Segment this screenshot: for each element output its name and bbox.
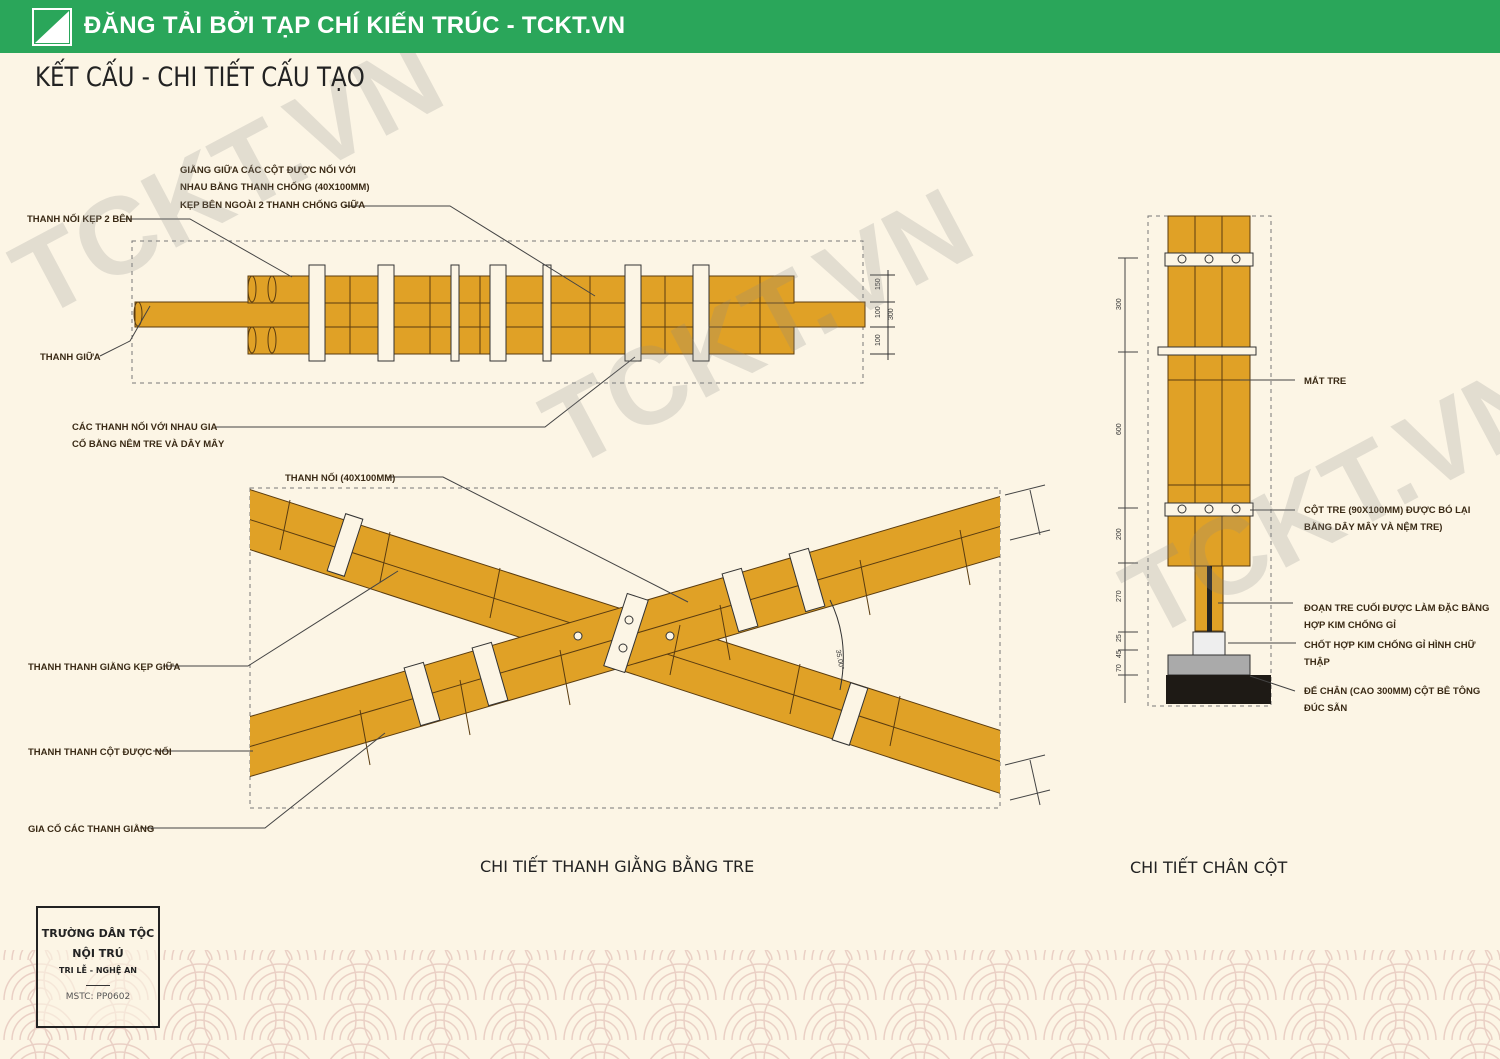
annotation-label: ĐÚC SẴN xyxy=(1304,702,1347,714)
wave-pattern xyxy=(0,950,1500,1059)
dimension-label: 25 xyxy=(1116,634,1123,642)
column-detail-caption: CHI TIẾT CHÂN CỘT xyxy=(1130,856,1287,877)
annotation-label: CHỐT HỢP KIM CHỐNG GỈ HÌNH CHỮ xyxy=(1304,639,1476,651)
annotation-label: THẬP xyxy=(1304,656,1331,668)
annotation-label: THANH THANH GIẰNG KẸP GIỮA xyxy=(28,662,180,673)
page-title: KẾT CẤU - CHI TIẾT CẤU TẠO xyxy=(35,62,365,93)
x-detail-caption: CHI TIẾT THANH GIẰNG BẰNG TRE xyxy=(480,855,754,876)
stamp-code: MSTC: PP0602 xyxy=(65,992,131,1002)
annotation-label: CỘT TRE (90X100MM) ĐƯỢC BÓ LẠI xyxy=(1304,504,1470,516)
top-bamboo-joint-detail: 150 100 100 300 GIẰNG GIỮA CÁC CỘT ĐƯỢC … xyxy=(27,164,895,450)
dimension-label: 150 xyxy=(875,278,882,290)
column-base-detail: 300 600 200 270 25 45 70 MẮT TRE CỘT TRE… xyxy=(1116,215,1489,877)
stamp-line-2: NỘI TRÚ xyxy=(72,947,124,960)
annotation-label: MẮT TRE xyxy=(1304,376,1346,387)
stamp-line-1: TRƯỜNG DÂN TỘC xyxy=(41,927,155,940)
annotation-label: ĐOẠN TRE CUỐI ĐƯỢC LÀM ĐẶC BẰNG xyxy=(1304,602,1489,614)
annotation-label: KẸP BÊN NGOÀI 2 THANH CHỐNG GIỮA xyxy=(180,199,365,211)
dimension-label: 300 xyxy=(1116,298,1123,310)
dimension-label: 300 xyxy=(888,308,895,320)
dimension-label: 100 xyxy=(875,334,882,346)
annotation-label: THANH NỐI KẸP 2 BÊN xyxy=(27,213,133,225)
project-stamp: TRƯỜNG DÂN TỘC NỘI TRÚ TRI LỄ - NGHỆ AN M… xyxy=(36,906,160,1028)
dimension-label: 200 xyxy=(1116,528,1123,540)
annotation-label: ĐẾ CHÂN (CAO 300MM) CỘT BÊ TÔNG xyxy=(1304,685,1480,697)
site-banner: ĐĂNG TẢI BỞI TẠP CHÍ KIẾN TRÚC - TCKT.VN xyxy=(0,0,1500,53)
stamp-divider xyxy=(86,985,110,986)
annotation-label: GIA CỐ CÁC THANH GIẰNG xyxy=(28,823,154,835)
stamp-location: TRI LỄ - NGHỆ AN xyxy=(59,966,137,975)
dimension-label: 270 xyxy=(1116,590,1123,602)
annotation-label: CỐ BẰNG NÊM TRE VÀ DÂY MÂY xyxy=(72,438,225,450)
banner-text: ĐĂNG TẢI BỞI TẠP CHÍ KIẾN TRÚC - TCKT.VN xyxy=(84,12,626,39)
tckt-logo-icon xyxy=(32,8,72,46)
annotation-label: CÁC THANH NỐI VỚI NHAU GIA xyxy=(72,421,217,433)
annotation-label: BẰNG DÂY MÂY VÀ NỆM TRE) xyxy=(1304,521,1442,533)
annotation-label: THANH THANH CỘT ĐƯỢC NỐI xyxy=(28,746,172,758)
dimension-label: 70 xyxy=(1116,664,1123,672)
annotation-label: THANH NỐI (40X100MM) xyxy=(285,472,395,484)
annotation-label: THANH GIỮA xyxy=(40,352,101,363)
dimension-label: 100 xyxy=(875,306,882,318)
dimension-label: 45 xyxy=(1116,650,1123,658)
annotation-label: HỢP KIM CHỐNG GỈ xyxy=(1304,619,1396,631)
annotation-label: GIẰNG GIỮA CÁC CỘT ĐƯỢC NỐI VỚI xyxy=(180,164,356,176)
dimension-label: 600 xyxy=(1116,423,1123,435)
dimension-label: 35.00° xyxy=(834,649,845,671)
annotation-label: NHAU BẰNG THANH CHỐNG (40X100MM) xyxy=(180,181,370,193)
x-bracing-detail: 35.00° THANH NỐI (40X100MM) THANH THANH … xyxy=(28,472,1051,876)
